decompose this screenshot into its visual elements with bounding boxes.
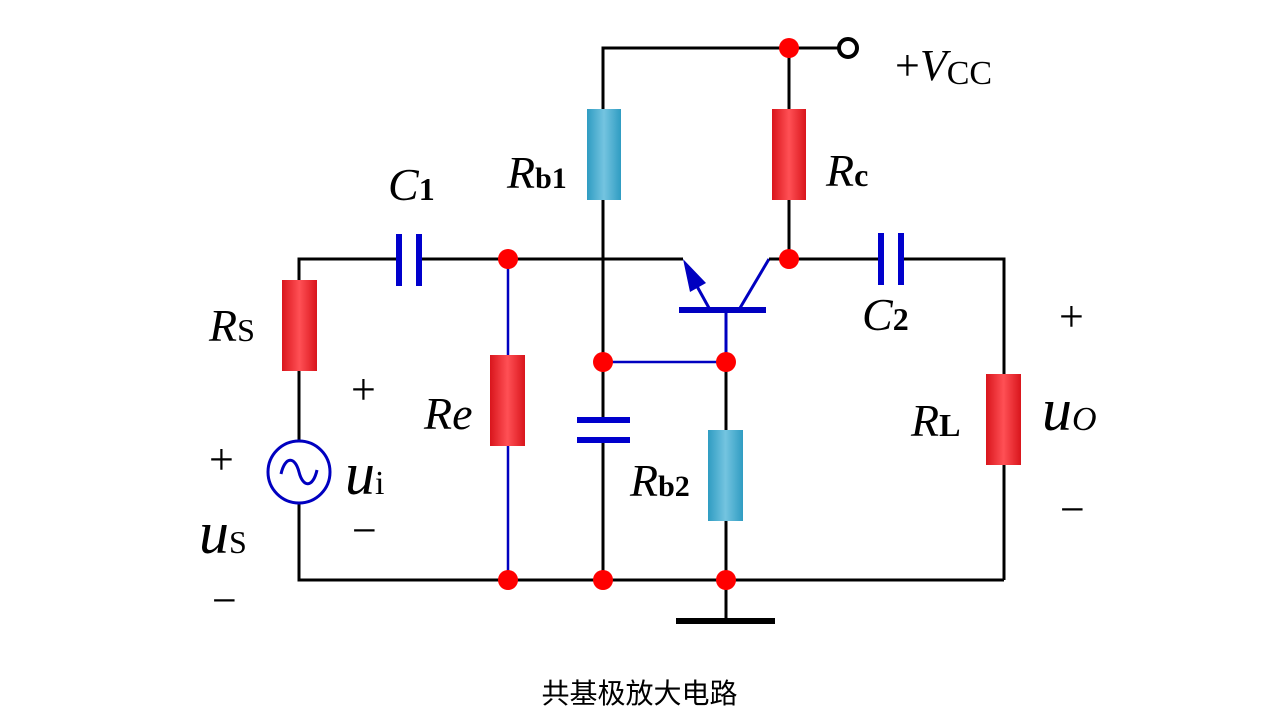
node xyxy=(779,249,799,269)
resistor-rb2 xyxy=(708,430,743,521)
diagram-caption: 共基极放大电路 xyxy=(541,677,738,710)
label-rs: RS xyxy=(208,300,255,351)
ui-plus-sign: + xyxy=(351,365,376,414)
transistor-collector-lead xyxy=(738,258,771,309)
label-ui: ui xyxy=(345,441,384,507)
us-minus-sign: − xyxy=(212,576,237,625)
us-plus-sign: + xyxy=(209,435,234,484)
label-rb2: Rb2 xyxy=(629,455,690,506)
node xyxy=(498,570,518,590)
node xyxy=(779,38,799,58)
resistor-rs xyxy=(282,280,317,371)
resistor-re xyxy=(490,355,525,446)
node xyxy=(593,570,613,590)
wire-source-to-ground xyxy=(297,503,1004,582)
ground-symbol xyxy=(676,618,775,624)
uo-plus-sign: + xyxy=(1059,292,1084,341)
node xyxy=(498,249,518,269)
wire-vcc-rail xyxy=(601,46,838,109)
uo-minus-sign: − xyxy=(1060,485,1085,534)
wire-c2-to-rl xyxy=(899,257,1006,374)
wire-input-top xyxy=(297,257,400,280)
emitter-arrow-icon xyxy=(683,259,706,292)
capacitor-cb xyxy=(577,417,630,443)
sine-wave-icon xyxy=(279,458,319,486)
label-vcc: +VCC xyxy=(895,41,992,92)
label-rb1: Rb1 xyxy=(506,147,567,198)
ui-minus-sign: − xyxy=(352,506,377,555)
node xyxy=(716,352,736,372)
capacitor-c1 xyxy=(396,234,422,286)
signal-wires xyxy=(506,259,726,580)
label-uo: uO xyxy=(1042,377,1097,443)
label-rc: Rc xyxy=(825,145,868,196)
resistor-rb1 xyxy=(587,109,621,200)
label-rl: RL xyxy=(910,395,960,446)
label-c2: C2 xyxy=(862,289,909,340)
label-c1: C1 xyxy=(388,159,435,210)
label-us: uS xyxy=(199,500,247,566)
label-re: Re xyxy=(423,388,473,439)
resistor-rc xyxy=(772,109,806,200)
vcc-terminal xyxy=(837,37,859,59)
node xyxy=(593,352,613,372)
ac-source xyxy=(266,439,332,505)
transistor xyxy=(679,257,789,362)
node xyxy=(716,570,736,590)
capacitor-c2 xyxy=(878,233,904,285)
junction-nodes xyxy=(498,38,799,590)
resistor-rl xyxy=(986,374,1021,465)
